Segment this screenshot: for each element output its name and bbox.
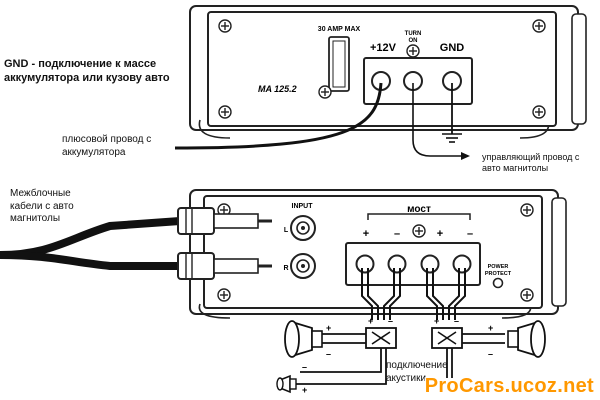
screw-icon [520, 288, 534, 302]
minus-sign: – [394, 228, 400, 240]
screw-icon [218, 19, 232, 33]
gnd-label: GND [440, 42, 465, 54]
remote-wire-annotation: управляющий провод с авто магнитолы [482, 152, 579, 175]
gnd-annotation-line2: аккумулятора или кузову авто [4, 71, 170, 84]
svg-text:–: – [326, 349, 331, 359]
speaker-output-wires [296, 333, 505, 385]
tweeter-icon [276, 374, 297, 394]
screw-icon [318, 85, 332, 99]
rca-plug-right [177, 252, 215, 280]
speaker-terminal [387, 254, 407, 274]
top-amplifier: 30 AMP MAX MA 125.2 +12V TURN ON GND [189, 5, 587, 139]
woofer-left-icon [284, 320, 323, 358]
svg-text:–: – [388, 316, 393, 326]
power-protect-label-1: POWER [488, 264, 509, 270]
speaker-annotation-line1: подключение [386, 360, 448, 371]
svg-text:+: + [434, 316, 439, 326]
fuse-slot [328, 36, 350, 92]
rca-cables [0, 207, 272, 280]
left-channel-label: L [284, 227, 289, 234]
fuse-label: 30 AMP MAX [318, 26, 361, 33]
arrow-icon [461, 152, 470, 160]
crossover-right: + – [431, 316, 463, 349]
turn-on-label-2: ON [409, 38, 418, 44]
speaker-terminal-block [345, 242, 481, 286]
plus12v-wire [174, 82, 383, 150]
speaker-terminal [420, 254, 440, 274]
rca-annotation-line1: Межблочные [10, 188, 71, 199]
screw-icon [412, 224, 426, 238]
top-wires [174, 82, 470, 160]
rca-plug-left [177, 207, 215, 235]
svg-text:+: + [368, 316, 373, 326]
screw-icon [218, 105, 232, 119]
screw-icon [520, 203, 534, 217]
speaker-wires [361, 268, 466, 320]
plus-wire-annotation-line2: аккумулятора [62, 146, 126, 158]
svg-text:–: – [302, 362, 307, 372]
plus-wire-annotation-line1: плюсовой провод с [62, 134, 152, 145]
model-label: MA 125.2 [258, 84, 297, 94]
screw-icon [532, 19, 546, 33]
bridge-label: мост [407, 204, 431, 215]
crossover-left: + – [365, 316, 397, 349]
rca-annotation-line3: магнитолы [10, 213, 61, 224]
plus-wire-annotation: плюсовой провод с аккумулятора [62, 134, 151, 159]
svg-text:+: + [326, 323, 331, 333]
watermark: ProCars.ucoz.net [424, 375, 594, 397]
gnd-annotation: GND - подключение к массе аккумулятора и… [4, 58, 170, 86]
screw-icon [406, 44, 420, 58]
plus-sign: + [437, 228, 443, 240]
screw-icon [532, 105, 546, 119]
speaker-terminal [452, 254, 472, 274]
speaker-terminal [355, 254, 375, 274]
woofer-right-icon [507, 320, 546, 358]
plus12v-label: +12V [370, 42, 397, 54]
remote-wire-annotation-line2: авто магнитолы [482, 163, 549, 174]
bridge-bracket [367, 213, 471, 220]
svg-text:–: – [488, 349, 493, 359]
remote-wire-annotation-line1: управляющий провод с [482, 152, 580, 162]
bottom-amplifier: INPUT L R мост + – + – POWER PROTECT [189, 189, 567, 319]
input-label: INPUT [292, 203, 314, 210]
screw-icon [217, 288, 231, 302]
gnd-annotation-line1: GND - подключение к массе [4, 58, 157, 70]
turn-on-label-1: TURN [405, 31, 422, 37]
remote-wire [412, 83, 468, 157]
svg-text:+: + [488, 323, 493, 333]
plus-sign: + [363, 228, 369, 240]
rca-annotation: Межблочные кабели с авто магнитолы [10, 188, 74, 226]
svg-text:–: – [454, 316, 459, 326]
minus-sign: – [467, 228, 473, 240]
power-protect-label-2: PROTECT [485, 271, 512, 277]
power-protect-led [492, 277, 504, 289]
rca-annotation-line2: кабели с авто [10, 200, 74, 212]
svg-text:+: + [302, 385, 307, 395]
speaker-annotation-line2: акустики [386, 372, 427, 384]
speaker-annotation: подключение акустики [386, 360, 448, 385]
right-channel-label: R [283, 265, 288, 272]
